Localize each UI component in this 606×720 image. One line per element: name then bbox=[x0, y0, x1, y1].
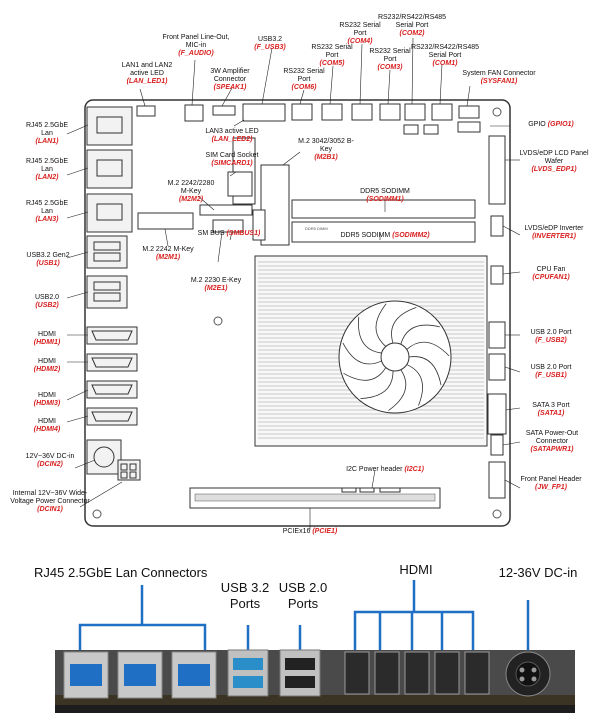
label-simcard: SIM Card Socket(SIMCARD1) bbox=[205, 152, 259, 167]
label-inverter: LVDS/eDP Inverter(INVERTER1) bbox=[524, 225, 584, 240]
usb20-ports bbox=[279, 649, 321, 697]
label-hdmi4: HDMI(HDMI4) bbox=[33, 418, 61, 433]
label-f-usb1: USB 2.0 Port(F_USB1) bbox=[530, 364, 572, 379]
label-lan1: RJ45 2.5GbE Lan(LAN1) bbox=[25, 122, 69, 145]
label-usb1: USB3.2 Gen2(USB1) bbox=[26, 252, 70, 267]
top-headers bbox=[136, 103, 481, 135]
label-sysfan1: System FAN Connector(SYSFAN1) bbox=[462, 70, 536, 85]
label-cpufan: CPU Fan(CPUFAN1) bbox=[532, 266, 570, 281]
board-diagram: DDR5 DIMM bbox=[66, 37, 521, 530]
label-speak1: 3W Amplifier Connector(SPEAK1) bbox=[210, 68, 250, 91]
label-f-usb2: USB 2.0 Port(F_USB2) bbox=[530, 329, 572, 344]
label-lan2: RJ45 2.5GbE Lan(LAN2) bbox=[25, 158, 69, 181]
label-i2c: I2C Power header (I2C1) bbox=[346, 466, 424, 473]
label-hdmi1: HDMI(HDMI1) bbox=[33, 331, 61, 346]
label-com1: RS232/RS422/RS485 Serial Port(COM1) bbox=[410, 44, 480, 67]
label-com4: RS232 Serial Port(COM4) bbox=[339, 22, 381, 45]
label-lvds: LVDS/eDP LCD Panel Wafer(LVDS_EDP1) bbox=[519, 150, 589, 173]
label-f-audio: Front Panel Line-Out, MIC-in(F_AUDIO) bbox=[162, 34, 230, 57]
label-m2m2: M.2 2242/2280 M-Key(M2M2) bbox=[167, 180, 215, 203]
label-m2m1: M.2 2242 M-Key(M2M1) bbox=[142, 246, 194, 261]
label-lan3: RJ45 2.5GbE Lan(LAN3) bbox=[25, 200, 69, 223]
label-com5: RS232 Serial Port(COM5) bbox=[311, 44, 353, 67]
caption-dcin: 12-36V DC-in bbox=[498, 565, 578, 580]
label-f-usb3: USB3.2(F_USB3) bbox=[254, 36, 286, 51]
usb32-ports bbox=[227, 649, 269, 697]
rj45-ports bbox=[63, 651, 217, 699]
rear-io-photo bbox=[55, 580, 575, 713]
label-dcin1: Internal 12V~36V Wide-Voltage Power Conn… bbox=[10, 490, 90, 513]
label-com6: RS232 Serial Port(COM6) bbox=[283, 68, 325, 91]
callout-brackets bbox=[78, 580, 530, 650]
label-com2: RS232/RS422/RS485 Serial Port(COM2) bbox=[377, 14, 447, 37]
label-sodimm2: DDR5 SODIMM (SODIMM2) bbox=[340, 232, 430, 239]
fan-hub bbox=[380, 342, 410, 372]
hdmi-ports bbox=[344, 651, 490, 695]
label-sodimm1: DDR5 SODIMM(SODIMM1) bbox=[360, 188, 410, 203]
label-smbus: SM BUS (SMBUS1) bbox=[197, 230, 261, 237]
m2-area bbox=[137, 137, 290, 246]
label-hdmi3: HDMI(HDMI3) bbox=[33, 392, 61, 407]
label-m2e1: M.2 2230 E-Key(M2E1) bbox=[190, 277, 242, 292]
label-usb2: USB2.0(USB2) bbox=[34, 294, 60, 309]
mounting-hole bbox=[92, 509, 102, 519]
right-headers bbox=[487, 135, 507, 499]
dc-in-port bbox=[505, 651, 551, 697]
label-lan-led1: LAN1 and LAN2 active LED(LAN_LED1) bbox=[121, 62, 173, 85]
label-jwfp1: Front Panel Header(JW_FP1) bbox=[520, 476, 582, 491]
i2c-header bbox=[341, 487, 401, 493]
label-gpio: GPIO (GPIO1) bbox=[528, 121, 574, 128]
leader-lines bbox=[66, 37, 521, 530]
fan-blades bbox=[342, 303, 450, 411]
mounting-hole bbox=[492, 107, 502, 117]
label-dcin2: 12V~36V DC-in(DCIN2) bbox=[25, 453, 75, 468]
label-satapwr: SATA Power-Out Connector(SATAPWR1) bbox=[525, 430, 579, 453]
mounting-hole bbox=[492, 509, 502, 519]
caption-hdmi: HDMI bbox=[399, 562, 433, 577]
label-pcie: PCIEx16 (PCIE1) bbox=[282, 528, 338, 535]
caption-lan-connectors: RJ45 2.5GbE Lan Connectors bbox=[34, 565, 208, 580]
mounting-hole bbox=[213, 316, 223, 326]
label-lan-led2: LAN3 active LED(LAN_LED2) bbox=[205, 128, 259, 143]
label-hdmi2: HDMI(HDMI2) bbox=[33, 358, 61, 373]
sodimm-silk-1: DDR5 DIMM bbox=[305, 226, 328, 231]
label-com3: RS232 Serial Port(COM3) bbox=[369, 48, 411, 71]
label-m2b1: M.2 3042/3052 B-Key(M2B1) bbox=[298, 138, 354, 161]
sodimm-slots bbox=[291, 199, 476, 243]
label-sata1: SATA 3 Port(SATA1) bbox=[532, 402, 570, 417]
